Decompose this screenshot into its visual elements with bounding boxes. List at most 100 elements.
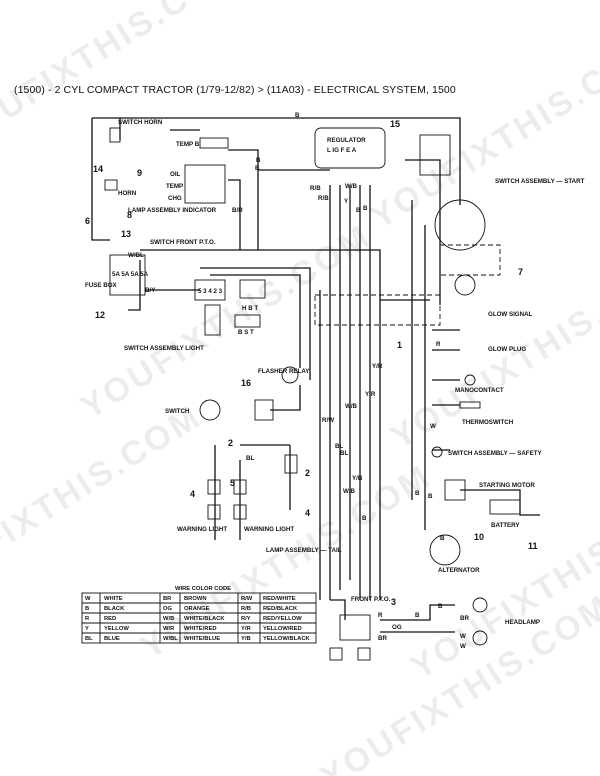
thermoswitch-symbol (459, 401, 481, 409)
callout-16: 16 (241, 378, 251, 388)
watermark: YOUFIXTHIS.COM (0, 397, 208, 607)
label-alternator: ALTERNATOR (438, 567, 480, 574)
svg-text:YELLOW: YELLOW (104, 626, 129, 632)
tail-lamp-body (284, 454, 298, 474)
light-switch-connector (239, 279, 266, 299)
wire-tag: B (256, 157, 261, 164)
svg-text:B: B (85, 606, 89, 612)
wire-tag: BL (335, 443, 343, 450)
svg-text:OG: OG (163, 606, 173, 612)
callout-4: 4 (190, 489, 195, 499)
wire-tag: Y (344, 198, 349, 205)
callout-9: 9 (137, 168, 142, 178)
label-bst: B S T (238, 329, 254, 336)
svg-text:BLACK: BLACK (104, 606, 125, 612)
fuse-box-body (109, 254, 146, 296)
wire-tag: R/B (318, 195, 329, 202)
front-pto-connector (329, 647, 343, 661)
hazard-switch-body (199, 399, 221, 421)
wire-color-row: B BLACK OG ORANGE R/B RED/BLACK (85, 606, 298, 612)
callout-2: 2 (228, 438, 233, 448)
glow-signal-lamp (454, 274, 476, 296)
svg-text:WHITE/RED: WHITE/RED (184, 626, 217, 632)
svg-text:R/Y: R/Y (241, 616, 251, 622)
hazard-switch-connector (254, 399, 274, 421)
svg-text:W/BL: W/BL (163, 636, 178, 642)
wire-tag: W (460, 633, 466, 640)
label-battery: BATTERY (491, 522, 520, 529)
label-horn: HORN (118, 190, 137, 197)
svg-text:YELLOW/BLACK: YELLOW/BLACK (263, 636, 311, 642)
wire-tag: B (295, 112, 300, 119)
horn-symbol (104, 179, 118, 191)
components (104, 127, 521, 661)
harness-lines (91, 117, 540, 633)
svg-text:Y: Y (85, 626, 89, 632)
label-temp-b: TEMP B (176, 141, 200, 148)
callout-6: 6 (85, 216, 90, 226)
bst-connector (234, 314, 261, 328)
label-front-pto: FRONT P.T.O. (351, 596, 391, 603)
callout-10: 10 (474, 532, 484, 542)
callout-7: 7 (518, 267, 523, 277)
svg-text:W/R: W/R (163, 626, 175, 632)
watermark: YOUFIXTHIS.COM (0, 0, 248, 157)
label-lamp-assembly-tail: LAMP ASSEMBLY — TAIL (266, 547, 342, 554)
wire-color-row: W WHITE BR BROWN R/W RED/WHITE (85, 596, 296, 602)
safety-switch-symbol (431, 446, 443, 458)
wire-tag: B (362, 515, 367, 522)
watermark: YOUFIXTHIS.COM (314, 587, 600, 776)
svg-text:R: R (85, 616, 90, 622)
wire-tag: B (428, 493, 433, 500)
wire-tag: BR (460, 615, 469, 622)
headlamp-upper (472, 597, 488, 613)
front-pto-connector (357, 647, 371, 661)
alternator-body (429, 534, 461, 566)
wire-color-row: Y YELLOW W/R WHITE/RED Y/R YELLOW/RED (85, 626, 302, 632)
wire-color-row: BL BLUE W/BL WHITE/BLUE Y/B YELLOW/BLACK (85, 636, 311, 642)
label-switch-horn: SWITCH HORN (118, 119, 163, 126)
label-temp: TEMP (166, 183, 183, 190)
wire-tag: OG (392, 624, 402, 631)
wire-tag: W/B (343, 488, 356, 495)
label-regulator: REGULATOR (327, 137, 366, 144)
horn-switch-symbol (109, 127, 121, 143)
wire-tag: R/B (310, 185, 321, 192)
wire-tag: B/Y (145, 287, 156, 294)
starting-motor-body (444, 479, 466, 501)
warning-light-left-bulb (207, 504, 221, 520)
light-switch-knob (204, 304, 221, 336)
label-oil: OIL (170, 171, 181, 178)
wire-tag: W (430, 423, 436, 430)
svg-text:YELLOW/RED: YELLOW/RED (263, 626, 302, 632)
svg-text:W: W (85, 596, 91, 602)
callout-8: 8 (127, 210, 132, 220)
wire-tag: BR (378, 635, 387, 642)
battery-body (489, 499, 521, 515)
page-header: (1500) - 2 CYL COMPACT TRACTOR (1/79-12/… (14, 84, 456, 96)
wire-tag: BL (246, 455, 254, 462)
svg-text:WHITE/BLUE: WHITE/BLUE (184, 636, 220, 642)
wire-tag: Y/R (372, 363, 383, 370)
callout-12: 12 (95, 310, 105, 320)
wire-tag: B (356, 207, 361, 214)
label-starting-motor: STARTING MOTOR (479, 482, 535, 489)
label-glow-signal: GLOW SIGNAL (488, 311, 533, 318)
watermark: YOUFIXTHIS.COM (74, 217, 378, 427)
wire-tag: B (415, 612, 420, 619)
wire-tags: B W/BL B/Y W/B R/B Y B/R B B B R/W Y/R Y… (128, 112, 469, 650)
callout-13: 13 (121, 229, 131, 239)
label-lamp-assembly-indicator: LAMP ASSEMBLY INDICATOR (128, 207, 217, 214)
label-switch-assembly-start: SWITCH ASSEMBLY — START (495, 178, 585, 185)
component-labels: SWITCH HORN TEMP B OIL TEMP CHG LAMP ASS… (85, 119, 585, 626)
flasher-relay-body (281, 366, 299, 384)
manocontact-symbol (464, 374, 476, 386)
label-warning-light-right: WARNING LIGHT (244, 526, 294, 533)
label-fuse-rating: 5A 5A 5A 5A (112, 271, 149, 278)
svg-text:RED/BLACK: RED/BLACK (263, 606, 298, 612)
warning-light-right-bulb (233, 479, 247, 495)
label-manocontact: MANOCONTACT (455, 387, 504, 394)
regulator-body (314, 127, 386, 169)
callout-3: 3 (391, 597, 396, 607)
wire-tag: B (415, 490, 420, 497)
